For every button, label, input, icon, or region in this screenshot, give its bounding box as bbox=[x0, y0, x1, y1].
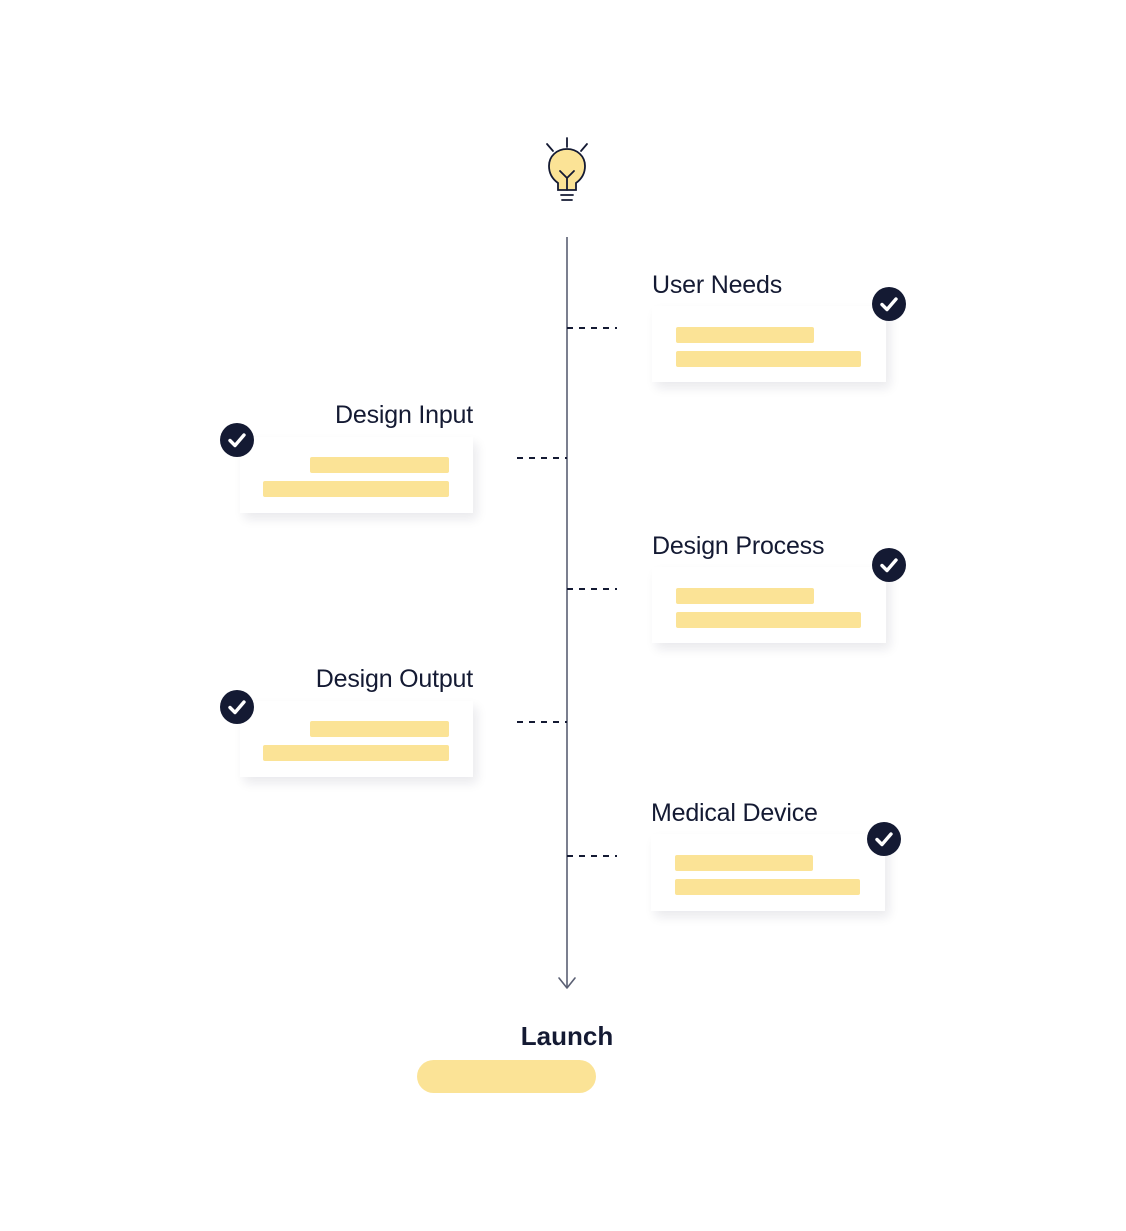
stage-label-user-needs: User Needs bbox=[652, 271, 782, 299]
launch-placeholder-pill bbox=[417, 1060, 596, 1093]
placeholder-bar bbox=[263, 481, 449, 497]
launch-label: Launch bbox=[520, 1021, 614, 1051]
placeholder-bar bbox=[676, 612, 861, 628]
placeholder-bar bbox=[263, 745, 449, 761]
stage-card-design-process bbox=[652, 567, 886, 643]
timeline-arrow-head bbox=[558, 977, 576, 989]
check-icon bbox=[872, 548, 906, 582]
lightbulb-icon bbox=[546, 137, 588, 201]
check-icon bbox=[872, 287, 906, 321]
stage-label-design-input: Design Input bbox=[335, 401, 473, 429]
stage-label-design-process: Design Process bbox=[652, 532, 825, 560]
stage-card-design-input bbox=[240, 437, 473, 513]
stage-card-design-output bbox=[240, 701, 473, 777]
stage-card-user-needs bbox=[652, 306, 886, 382]
stage-card-medical-device bbox=[651, 834, 885, 911]
placeholder-bar bbox=[676, 351, 861, 367]
stage-label-design-output: Design Output bbox=[315, 665, 473, 693]
check-icon bbox=[220, 423, 254, 457]
check-icon bbox=[867, 822, 901, 856]
placeholder-bar bbox=[676, 588, 814, 604]
stage-label-medical-device: Medical Device bbox=[651, 799, 818, 827]
placeholder-bar bbox=[675, 855, 813, 871]
placeholder-bar bbox=[676, 327, 814, 343]
placeholder-bar bbox=[310, 721, 449, 737]
check-icon bbox=[220, 690, 254, 724]
placeholder-bar bbox=[675, 879, 860, 895]
placeholder-bar bbox=[310, 457, 449, 473]
